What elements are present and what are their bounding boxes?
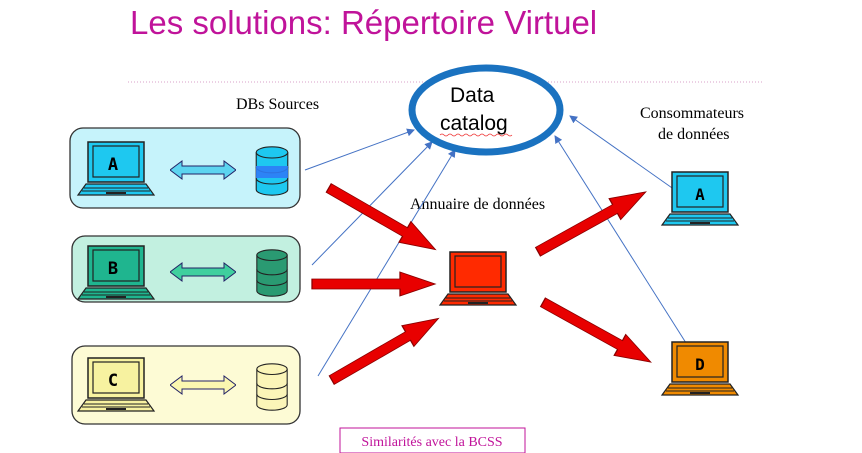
catalog-text-1: Data — [450, 84, 495, 107]
spellcheck-underline — [439, 133, 513, 137]
directory-laptop-icon — [439, 251, 517, 306]
directory-label: Annuaire de données — [410, 196, 545, 213]
source-group-c: C — [71, 345, 301, 425]
consumers-label-2: de données — [658, 126, 730, 143]
laptop-letter: A — [108, 155, 118, 175]
database-icon — [256, 363, 288, 411]
flow-arrows — [311, 183, 652, 385]
arrow-directory-to-d — [539, 297, 652, 363]
consumer-d-letter: D — [695, 355, 705, 374]
consumers-label: Consommateurs — [640, 105, 744, 122]
arrow-c-to-directory — [328, 317, 440, 385]
catalog-text-2: catalog — [440, 112, 508, 135]
laptop-letter: C — [108, 371, 118, 391]
catalog-links — [304, 115, 694, 377]
data-catalog: Data catalog — [408, 64, 564, 156]
slide-title: Les solutions: Répertoire Virtuel — [130, 4, 597, 41]
arrow-b-to-directory — [311, 271, 437, 297]
source-group-a: A — [69, 127, 301, 209]
arrow-a-to-directory — [325, 183, 437, 251]
database-icon — [256, 249, 288, 297]
footer-note: Similarités avec la BCSS — [361, 435, 502, 450]
laptop-letter: B — [108, 259, 118, 279]
source-group-b: B — [71, 235, 301, 303]
consumer-a-letter: A — [695, 185, 705, 204]
footer-note-box — [339, 427, 526, 453]
sources-label: DBs Sources — [236, 96, 319, 113]
arrow-directory-to-a — [534, 191, 647, 257]
